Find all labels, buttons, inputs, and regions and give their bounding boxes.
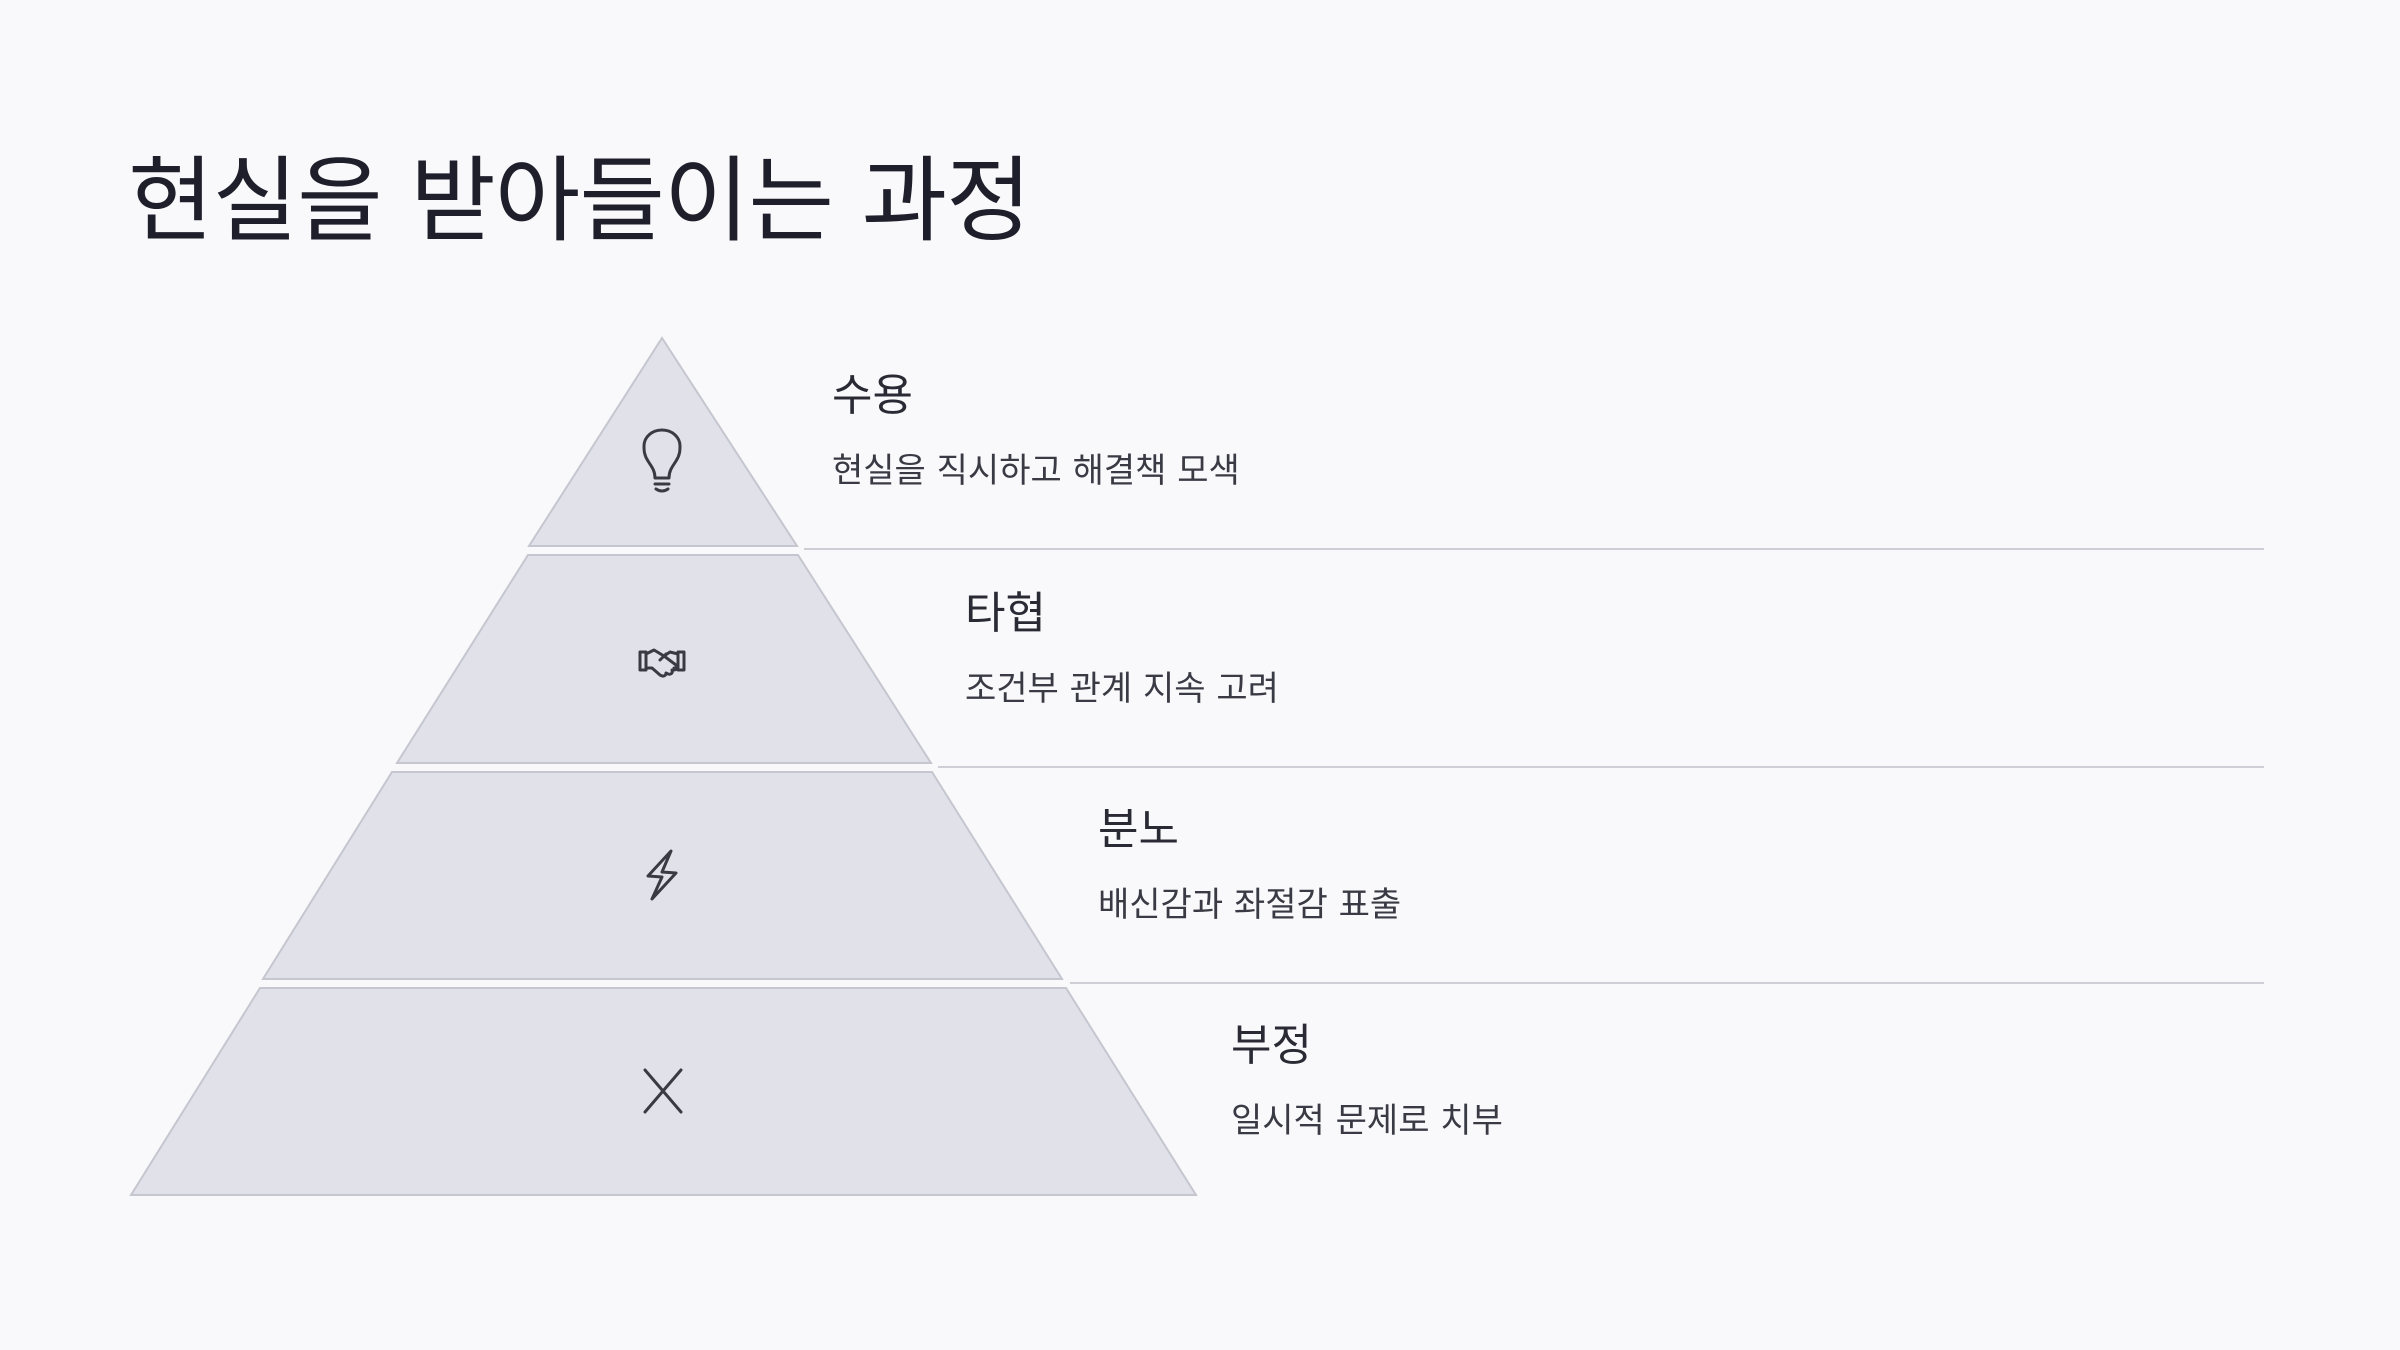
x-icon bbox=[643, 1068, 683, 1114]
tier-description: 배신감과 좌절감 표출 bbox=[1098, 884, 1402, 925]
pyramid-tier-acceptance bbox=[527, 336, 799, 547]
tier-label-compromise: 타협 조건부 관계 지속 고려 bbox=[965, 588, 1279, 710]
page-title: 현실을 받아들이는 과정 bbox=[128, 147, 1032, 255]
tier-title: 부정 bbox=[1231, 1020, 1312, 1071]
tier-title: 타협 bbox=[965, 588, 1046, 639]
tier-description: 현실을 직시하고 해결책 모색 bbox=[832, 450, 1240, 491]
tier-label-denial: 부정 일시적 문제로 치부 bbox=[1231, 1020, 1503, 1142]
tier-title: 분노 bbox=[1098, 804, 1179, 855]
pyramid-tier-anger bbox=[261, 771, 1064, 980]
tier-label-acceptance: 수용 현실을 직시하고 해결책 모색 bbox=[832, 370, 1240, 492]
tier-title: 수용 bbox=[832, 370, 913, 421]
handshake-icon bbox=[638, 648, 686, 678]
tier-description: 조건부 관계 지속 고려 bbox=[965, 668, 1279, 709]
lightbulb-icon bbox=[642, 428, 682, 493]
tier-label-anger: 분노 배신감과 좌절감 표출 bbox=[1098, 804, 1401, 926]
tier-description: 일시적 문제로 치부 bbox=[1231, 1100, 1503, 1141]
lightning-icon bbox=[646, 849, 678, 901]
pyramid-tier-compromise bbox=[395, 554, 933, 764]
